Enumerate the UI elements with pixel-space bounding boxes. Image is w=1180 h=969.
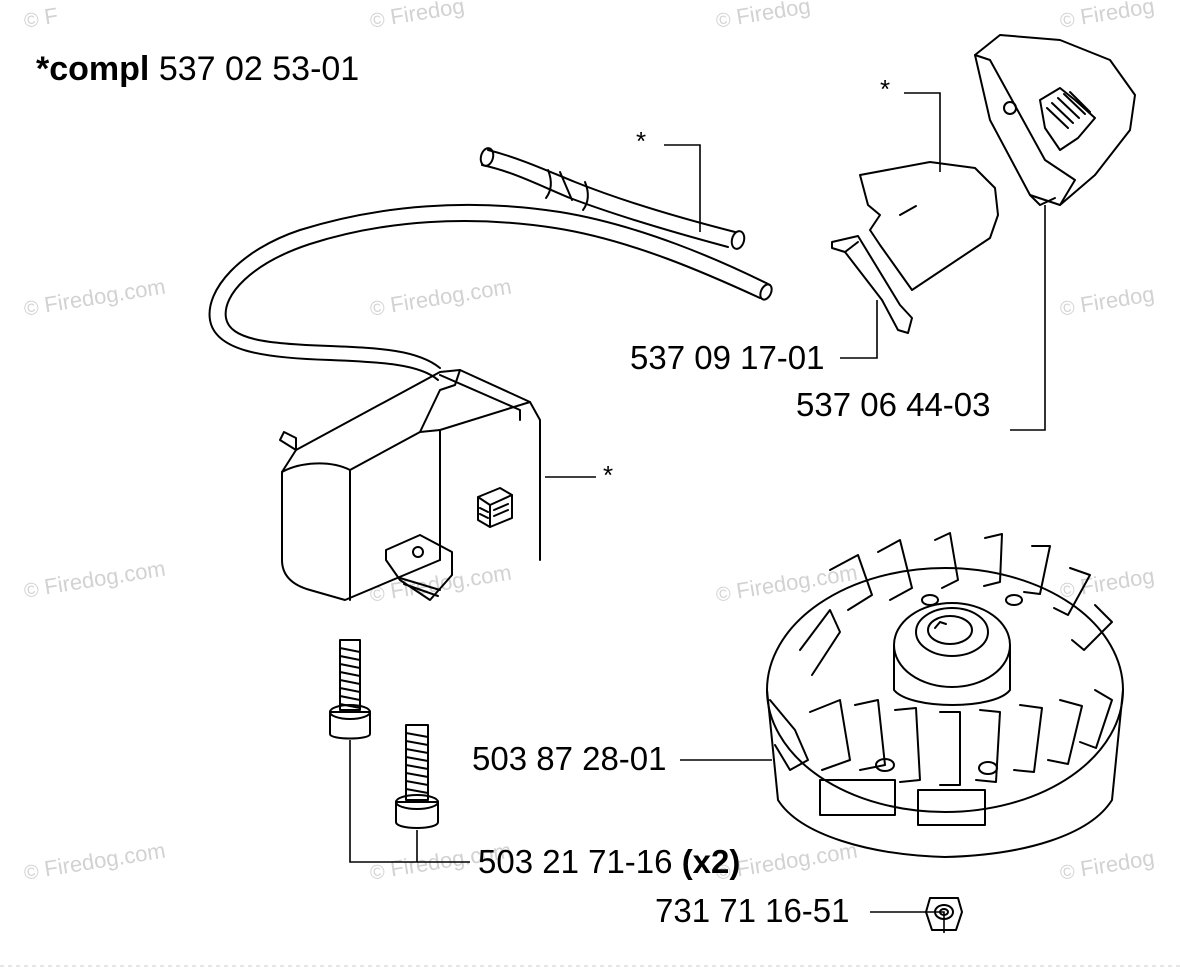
- part-label-flywheel: 503 87 28-01: [472, 740, 667, 777]
- flywheel-drawing: [766, 532, 1124, 858]
- asterisk-coil: *: [603, 460, 614, 490]
- leader-lines: [349, 92, 1046, 933]
- part-label-cover: 537 06 44-03: [796, 386, 991, 423]
- inner-cover-drawing: [859, 161, 999, 291]
- screws-number: 503 21 71-16: [478, 843, 673, 880]
- kit-label: *compl 537 02 53-01: [36, 52, 359, 86]
- screw-right-drawing: [395, 724, 439, 829]
- kit-prefix: *compl: [36, 50, 150, 88]
- asterisk-hose: *: [636, 126, 647, 156]
- ignition-coil-drawing: [279, 369, 541, 601]
- asterisk-cover: *: [880, 74, 891, 104]
- part-label-nut: 731 71 16-51: [655, 892, 850, 929]
- screw-left-drawing: [329, 639, 371, 740]
- hose-drawing: [208, 147, 773, 381]
- part-label-screws: 503 21 71-16 (x2): [478, 845, 740, 878]
- outer-cover-drawing: [974, 34, 1136, 206]
- part-label-slide: 537 09 17-01: [630, 339, 825, 376]
- slide-part-drawing: [831, 235, 913, 334]
- kit-number: 537 02 53-01: [158, 50, 360, 88]
- screws-quantity: (x2): [681, 843, 741, 880]
